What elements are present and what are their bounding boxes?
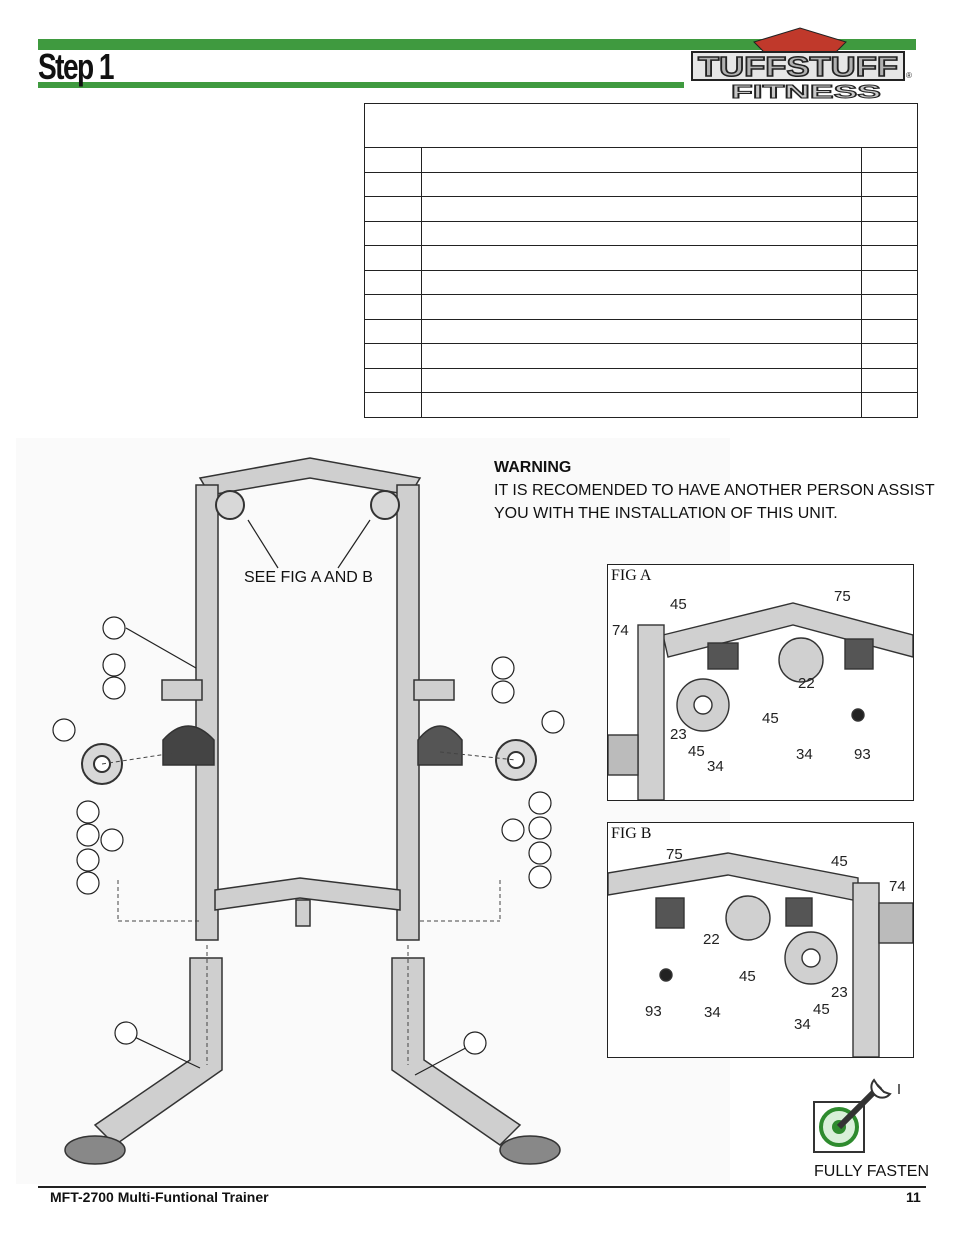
fig-b-callout: 34 <box>704 1004 721 1021</box>
fig-a-label: FIG A <box>611 567 652 584</box>
fig-b-callout: 74 <box>889 878 906 895</box>
table-row <box>364 269 918 295</box>
right-foot-pad <box>499 1135 561 1165</box>
callout-circle <box>114 1021 138 1045</box>
callout-circle <box>100 828 124 852</box>
logo-registered-mark: ® <box>906 71 912 80</box>
callout-circle <box>76 823 100 847</box>
fig-b-upright <box>852 882 880 1057</box>
fig-b-callout: 34 <box>794 1016 811 1033</box>
table-row <box>364 294 918 320</box>
fig-a-callout: 23 <box>670 726 687 743</box>
page-number: 11 <box>906 1189 921 1205</box>
parts-table <box>364 103 918 418</box>
fig-b-callout: 45 <box>739 968 756 985</box>
fig-b-panel: 75 45 74 22 45 93 34 23 45 34 FIG B <box>607 822 914 1058</box>
table-row <box>364 196 918 222</box>
fig-a-upright <box>637 624 665 800</box>
warning-block: WARNING IT IS RECOMENDED TO HAVE ANOTHER… <box>494 456 935 525</box>
top-right-pulley <box>370 490 400 520</box>
fig-b-callout: 23 <box>831 984 848 1001</box>
fig-b-callout: 45 <box>813 1001 830 1018</box>
callout-circle <box>102 653 126 677</box>
callout-circle <box>528 816 552 840</box>
fig-b-callout: 93 <box>645 1003 662 1020</box>
assembly-diagram <box>52 457 565 1165</box>
callout-circle <box>52 718 76 742</box>
top-left-pulley <box>215 490 245 520</box>
table-row <box>364 245 918 271</box>
left-pulley-housing <box>162 725 215 766</box>
fig-b-pulley <box>725 895 771 941</box>
left-bracket <box>161 679 203 701</box>
left-leg <box>93 957 223 1146</box>
fig-a-callout: 34 <box>707 758 724 775</box>
table-row <box>364 318 918 344</box>
fig-a-callout: 45 <box>670 596 687 613</box>
fig-a-callout: 75 <box>834 588 851 605</box>
right-pulley-housing <box>417 725 463 766</box>
callout-circle <box>102 616 126 640</box>
header-green-bar <box>38 39 916 50</box>
footer-product-name: MFT-2700 Multi-Funtional Trainer <box>50 1189 269 1205</box>
header-green-underline <box>38 82 684 88</box>
callout-circle <box>491 656 515 680</box>
footer-divider <box>38 1186 926 1188</box>
right-bracket <box>413 679 455 701</box>
fig-a-frame <box>662 602 913 658</box>
callout-circle <box>102 676 126 700</box>
left-upright <box>195 484 219 941</box>
step-title: Step 1 <box>38 46 114 87</box>
wrench-fasten-icon <box>813 1078 900 1153</box>
fig-b-drawing: 75 45 74 22 45 93 34 23 45 34 <box>608 846 913 1057</box>
callout-circle <box>76 848 100 872</box>
callout-circle <box>528 791 552 815</box>
fully-fasten-label: FULLY FASTEN <box>814 1163 929 1180</box>
fig-a-callout: 93 <box>854 746 871 763</box>
bottom-frame <box>214 877 401 911</box>
center-foot <box>295 899 311 927</box>
logo-text-tuffstuff: TUFFSTUFF <box>698 51 898 82</box>
table-row <box>364 147 918 173</box>
fig-a-callout: 45 <box>688 743 705 760</box>
callout-circle <box>463 1031 487 1055</box>
fig-a-panel: 45 74 75 22 45 23 45 34 34 93 FIG A <box>607 564 914 801</box>
top-frame <box>198 457 422 496</box>
callout-circle <box>528 841 552 865</box>
left-foot-pad <box>64 1135 126 1165</box>
fig-b-callout: 75 <box>666 846 683 863</box>
see-fig-label: SEE FIG A AND B <box>244 569 373 586</box>
callout-circle <box>491 680 515 704</box>
fig-a-callout: 74 <box>612 622 629 639</box>
fig-b-callout: 45 <box>831 853 848 870</box>
table-row <box>364 171 918 197</box>
fig-a-drawing: 45 74 75 22 45 23 45 34 34 93 <box>608 588 913 800</box>
callout-circle <box>76 871 100 895</box>
fig-a-callout: 22 <box>798 675 815 692</box>
callout-circle <box>76 800 100 824</box>
callout-circle <box>541 710 565 734</box>
table-row <box>364 343 918 369</box>
callout-circle <box>501 818 525 842</box>
fig-b-callout: 22 <box>703 931 720 948</box>
fig-a-callout: 34 <box>796 746 813 763</box>
fig-a-callout: 45 <box>762 710 779 727</box>
parts-table-header-row <box>364 103 918 148</box>
warning-title: WARNING <box>494 459 572 476</box>
right-upright <box>396 484 420 941</box>
fig-b-frame <box>608 852 859 902</box>
right-leg <box>391 957 522 1146</box>
fig-a-pulley <box>778 637 824 683</box>
table-row <box>364 220 918 246</box>
brand-logo: TUFFSTUFF ® FITNESS <box>691 27 912 102</box>
warning-line-2: YOU WITH THE INSTALLATION OF THIS UNIT. <box>494 505 838 522</box>
warning-line-1: IT IS RECOMENDED TO HAVE ANOTHER PERSON … <box>494 482 935 499</box>
assembly-diagram-background <box>16 438 730 1184</box>
fig-b-label: FIG B <box>611 825 652 842</box>
callout-circle <box>528 865 552 889</box>
table-row <box>364 367 918 393</box>
logo-text-fitness: FITNESS <box>731 82 881 102</box>
table-row <box>364 392 918 418</box>
